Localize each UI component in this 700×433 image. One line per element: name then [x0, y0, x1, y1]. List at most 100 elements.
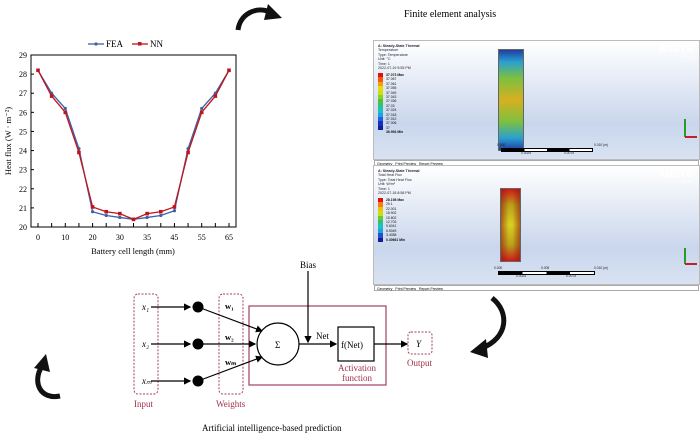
- legend-swatch: [378, 125, 383, 131]
- header-line: 2022-07-18 8:58 PM: [378, 191, 411, 196]
- legend-value: 22.001: [386, 206, 397, 211]
- legend-value: 37.024: [386, 108, 397, 113]
- legend-entry: 12.703: [378, 219, 405, 225]
- legend-swatch: [378, 215, 383, 220]
- legend-entry: 28.198 Max: [378, 198, 405, 203]
- tab-report-preview[interactable]: Report Preview: [419, 162, 443, 166]
- legend-value: 15.802: [386, 215, 397, 220]
- legend-value: 12.703: [386, 219, 397, 224]
- data-point-fea: [104, 213, 108, 218]
- legend-entry: 37: [378, 125, 404, 131]
- tab-print-preview[interactable]: Print Preview: [395, 162, 416, 166]
- y-tick-label: 28: [19, 70, 27, 79]
- chart-legend: FEA NN: [88, 39, 163, 49]
- legend-entry: 37.03: [378, 103, 404, 109]
- data-point-fea: [159, 213, 163, 218]
- legend-swatch: [378, 103, 383, 109]
- y-tick-label: 24: [19, 147, 27, 156]
- y-tick-label: 21: [19, 204, 27, 213]
- legend-entry: 37.043: [378, 94, 404, 100]
- input-label: Input: [134, 399, 153, 409]
- legend-swatch: [378, 90, 383, 95]
- x-tick-label: 0: [36, 233, 40, 242]
- legend-swatch: [378, 233, 383, 238]
- y-tick-label: 27: [19, 89, 27, 98]
- weight-w1: w₁: [225, 301, 234, 311]
- y-tick-label: 29: [19, 51, 27, 60]
- data-point-fea: [200, 106, 204, 111]
- legend-swatch: [378, 86, 383, 91]
- data-point-nn: [49, 94, 54, 98]
- temperature-battery-cell: [498, 49, 524, 151]
- data-point-nn: [227, 68, 231, 73]
- data-point-nn: [172, 205, 177, 209]
- input-x1: x₁: [141, 302, 149, 312]
- legend-swatch: [378, 206, 383, 212]
- legend-entry: 22.001: [378, 206, 405, 212]
- input-node-1: [192, 301, 204, 313]
- legend-value: 36.994 Min: [386, 130, 404, 135]
- x-tick-label: 35: [143, 233, 151, 242]
- y-tick-label: 22: [19, 185, 27, 194]
- legend-entry: 15.802: [378, 215, 405, 220]
- heatflux-battery-cell: [500, 188, 521, 262]
- tab-report-preview[interactable]: Report Preview: [419, 287, 443, 291]
- header-line: A: Steady-State Thermal: [378, 44, 420, 48]
- legend-value: 37.061: [386, 81, 397, 86]
- data-point-nn: [63, 110, 68, 115]
- data-point-nn: [158, 209, 163, 214]
- legend-value: 9.6041: [386, 224, 397, 229]
- legend-swatch: [378, 81, 383, 87]
- legend-value: 37.055: [386, 86, 397, 91]
- x-axis-label: Battery cell length (mm): [91, 246, 175, 256]
- data-point-fea: [90, 210, 95, 214]
- data-point-nn: [118, 211, 122, 216]
- legend-swatch: [378, 108, 383, 113]
- legend-swatch: [378, 99, 383, 104]
- axis-triad-icon: [684, 248, 686, 264]
- legend-entry: 9.6041: [378, 224, 405, 229]
- header-line: Time: 1: [378, 61, 390, 66]
- weights-label: Weights: [216, 399, 246, 409]
- tab-geometry[interactable]: Geometry: [377, 287, 393, 291]
- input-node-2: [192, 338, 204, 350]
- data-point-nn: [131, 217, 136, 222]
- data-point-fea: [118, 215, 122, 220]
- legend-fea: FEA: [106, 39, 124, 49]
- legend-value: 37.012: [386, 116, 397, 121]
- legend-value: 28.198 Max: [386, 198, 404, 202]
- legend-nn: NN: [150, 39, 163, 49]
- fea-title: Finite element analysis: [404, 9, 497, 20]
- legend-entry: 0.30661 Min: [378, 237, 405, 242]
- tab-print-preview[interactable]: Print Preview: [395, 287, 416, 291]
- header-line: A: Steady-State Thermal: [378, 169, 420, 173]
- data-point-fea: [145, 215, 149, 220]
- tab-geometry[interactable]: Geometry: [377, 162, 393, 166]
- data-point-fea: [63, 106, 67, 111]
- y-tick-label: 25: [19, 127, 27, 136]
- legend-value: 18.902: [386, 211, 397, 216]
- legend-swatch: [378, 237, 383, 242]
- legend-entry: 37.024: [378, 108, 404, 113]
- header-line: Unit: W/m²: [378, 182, 395, 187]
- x-tick-label: 30: [116, 233, 124, 242]
- legend-entry: 37.036: [378, 99, 404, 104]
- legend-swatch: [378, 73, 383, 78]
- legend-entry: 37.018: [378, 112, 404, 117]
- x-tick-label: 65: [225, 233, 233, 242]
- header-line: Type: Temperature: [378, 52, 408, 57]
- output-y: Y: [416, 339, 422, 349]
- activation-function-box: [337, 326, 375, 362]
- input-xm: xₘ: [141, 376, 152, 386]
- axis-triad-icon: [684, 119, 686, 137]
- activation-label: Activation: [338, 363, 376, 373]
- weight-wm: wₘ: [225, 357, 237, 367]
- legend-entry: 37.055: [378, 86, 404, 91]
